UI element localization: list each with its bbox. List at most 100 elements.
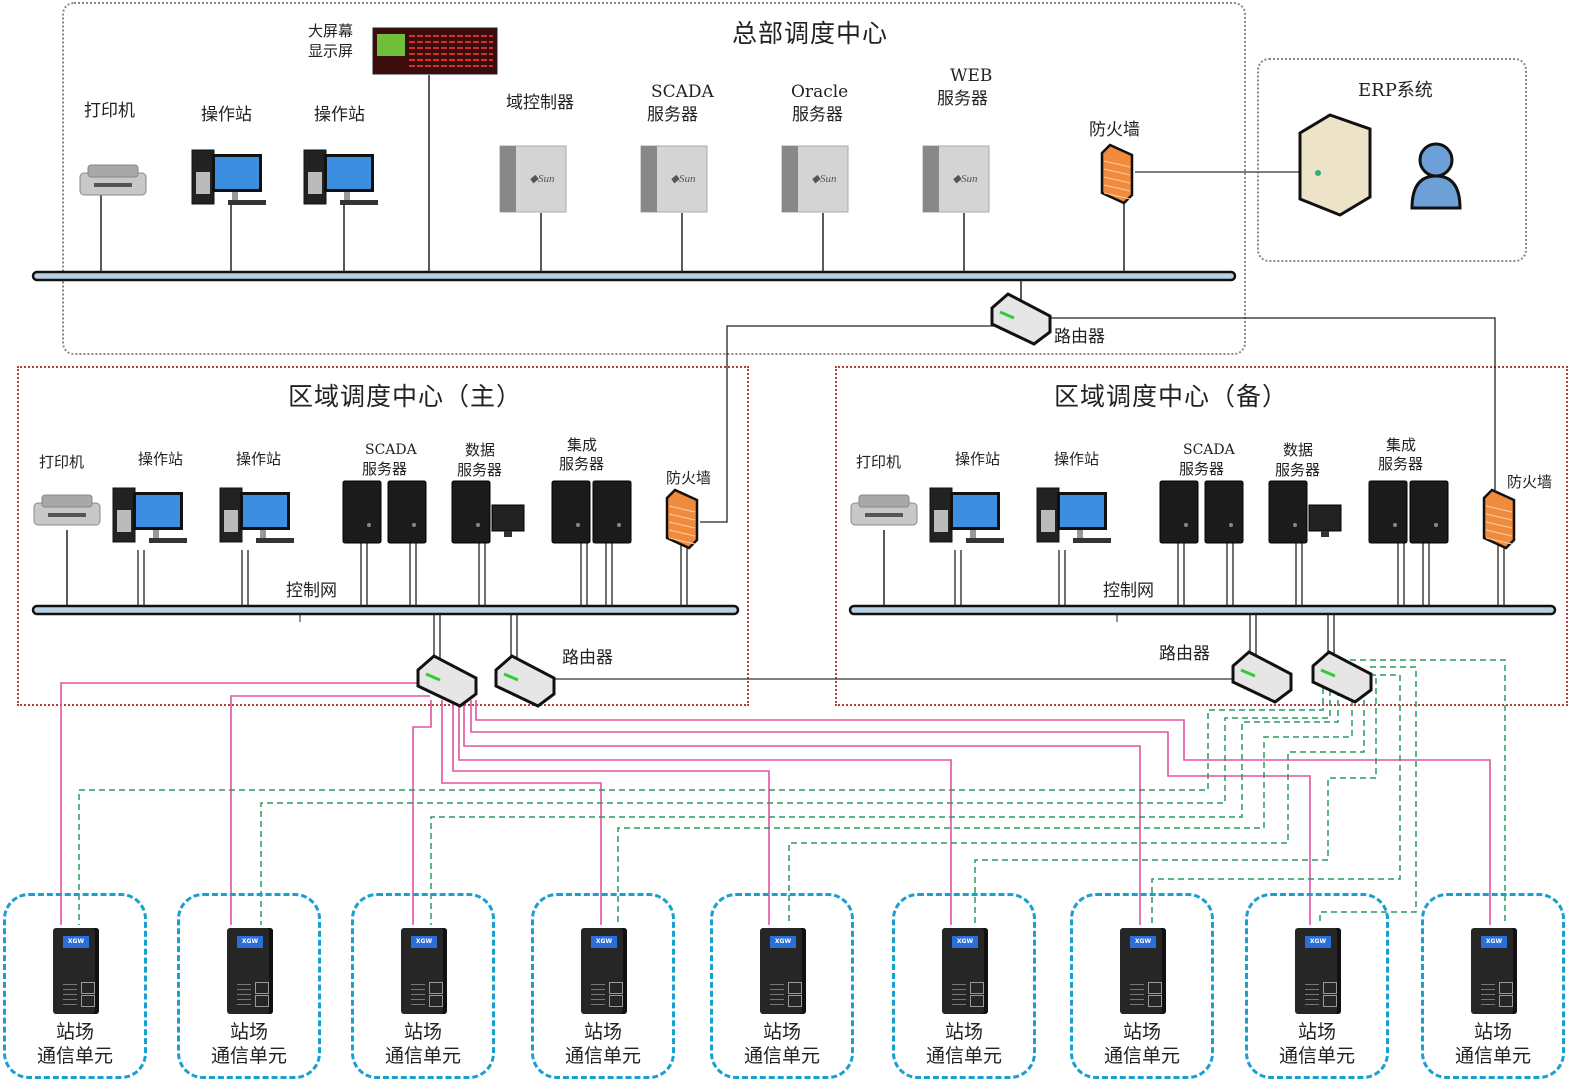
ethernet-port-icon [1499,995,1513,1007]
primary-link-station-1 [60,682,420,925]
monitor-stand [1321,531,1329,537]
xgw-leds [411,980,425,1006]
server-bays [500,146,516,212]
monitor-body [1308,504,1342,532]
hq-oracle-label-1: Oracle [791,82,849,102]
ethernet-port-icon [1323,995,1337,1007]
keyboard [228,200,266,205]
ethernet-port-icon [970,995,984,1007]
hq-to-backup-firewall-link [1050,317,1496,490]
main-workstation-1-label: 操作站 [138,450,184,468]
router-shape [990,292,1052,346]
monitor-stand [504,531,512,537]
station-label: 站场 通信单元 [1424,1020,1562,1068]
primary-link-station-5 [452,700,770,925]
workstation-icon [219,487,294,543]
ethernet-port-icon [609,982,623,994]
ethernet-port-icon [81,995,95,1007]
tower-server-icon [551,480,591,544]
hq-web-label-1: WEB [950,66,993,86]
tower-case [1204,480,1244,544]
xgw-gateway-icon: XGW [53,928,99,1014]
hq-backbone-bus [31,270,1237,282]
tower-case [1368,480,1408,544]
printer-top [41,494,93,508]
tower-power [1434,523,1438,527]
tower-server-icon [1159,480,1199,544]
backup-bus-label: 控制网 [1103,581,1154,601]
keyboard [966,538,1004,543]
workstation-icon [303,149,378,205]
firewall-brick [1485,529,1513,537]
firewall-brick [1103,176,1131,184]
tower-case [342,480,382,544]
sun-logo: ◆Sun [953,173,978,185]
station-label-line1: 站场 [1473,1021,1512,1043]
primary-link-station-7 [463,700,1141,925]
hq-zone [62,2,1246,355]
printer-slot [865,513,903,517]
keyboard [256,538,294,543]
backup-scada-label-1: SCADA [1183,442,1235,458]
backup-link-station-9 [1340,659,1506,925]
xgw-leds [1481,980,1495,1006]
station-comm-unit: XGW 站场 通信单元 [892,893,1036,1079]
tower-power [617,523,621,527]
workstation-icon [1036,487,1111,543]
monitor-screen [136,495,180,527]
station-comm-unit: XGW 站场 通信单元 [177,893,321,1079]
pc-front [934,510,948,532]
workstation-icon [112,487,187,543]
station-label: 站场 通信单元 [1248,1020,1386,1068]
hq-domain-controller-label: 域控制器 [506,93,574,113]
display-green-block [377,34,405,56]
server-bays [641,146,657,212]
backup-router-label: 路由器 [1159,644,1210,664]
firewall-brick [668,521,696,529]
monitor-stand [153,530,159,538]
ethernet-port-icon [1148,995,1162,1007]
hq-to-main-firewall-link [700,325,995,523]
backup-link-station-8 [1319,666,1417,925]
monitor-screen [327,157,371,189]
station-label: 站场 通信单元 [1073,1020,1211,1068]
firewall-brick [1103,168,1131,176]
router-shape [494,654,556,708]
xgw-screen: XGW [237,936,263,948]
ethernet-port-icon [429,982,443,994]
backup-firewall-label: 防火墙 [1507,473,1553,491]
hq-workstation-2-label: 操作站 [314,105,365,125]
xgw-gateway-icon: XGW [760,928,806,1014]
main-data-label-2: 服务器 [457,461,503,479]
router-led [999,310,1015,320]
station-label-line2: 通信单元 [925,1045,1002,1067]
backup-scada-label-2: 服务器 [1179,460,1225,478]
sun-logo: ◆Sun [812,173,837,185]
sun-server-icon: ◆Sun [922,145,990,213]
ethernet-port-icon [429,995,443,1007]
keyboard [149,538,187,543]
router-shape [1311,650,1373,704]
xgw-leds [237,980,251,1006]
hq-firewall-label: 防火墙 [1089,120,1140,140]
tower-case [387,480,427,544]
regional-backup-zone [835,366,1568,706]
firewall-brick [668,537,696,545]
xgw-gateway-icon: XGW [1120,928,1166,1014]
xgw-screen: XGW [1130,936,1156,948]
ethernet-port-icon [609,995,623,1007]
xgw-screen: XGW [770,936,796,948]
printer-icon [79,164,147,196]
router-shape [416,654,478,708]
backup-integration-label-1: 集成 [1386,436,1417,454]
hq-scada-label-1: SCADA [651,82,714,102]
backup-link-station-5 [788,690,1365,925]
ethernet-port-icon [788,995,802,1007]
backup-workstation-1-label: 操作站 [955,450,1001,468]
xgw-leds [1305,980,1319,1006]
ethernet-port-icon [255,995,269,1007]
monitor-icon [491,504,525,537]
xgw-screen: XGW [591,936,617,948]
